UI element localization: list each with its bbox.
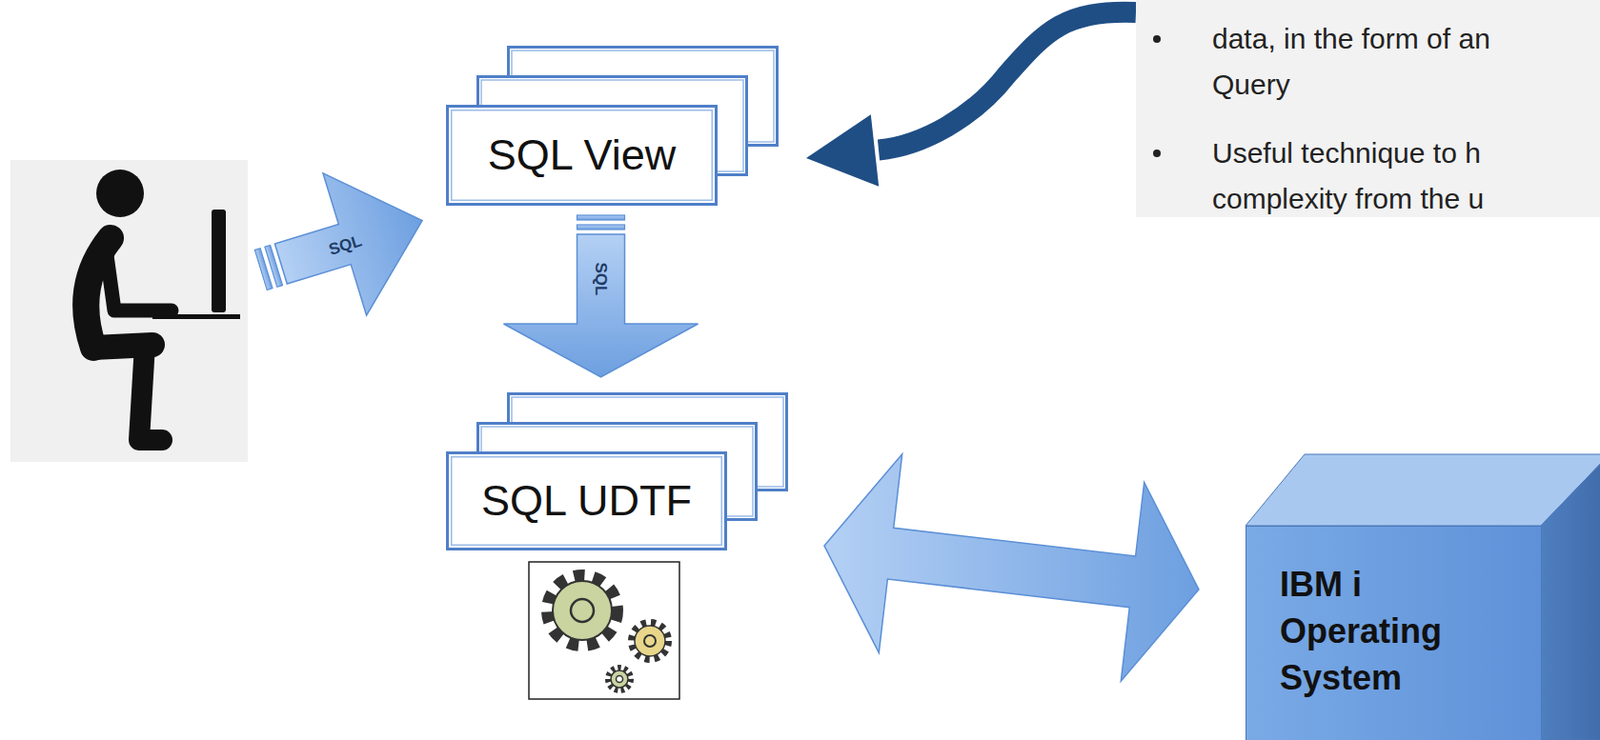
node-text: SQL UDTF [481,476,692,527]
cube-side [1540,454,1600,740]
gear-icon [528,562,680,700]
bullet-text: data, in the form of an Query [1212,16,1556,108]
arrow-stripe [577,215,626,221]
bullet-item: Useful technique to h complexity from th… [1135,130,1600,223]
callout-arrow-line [878,12,1136,151]
head [96,169,144,218]
arrow-stripe [577,224,626,230]
block-arrow [504,234,699,378]
node-text: SQL View [487,130,677,181]
gear [610,670,628,689]
leg [139,344,163,441]
connector [806,12,1136,187]
connector [824,454,1199,682]
node-decoration [478,47,1600,740]
gear-frame [528,562,680,700]
gear [634,626,666,657]
monitor [211,209,226,313]
gear-hub [570,599,594,623]
person-icon [10,160,248,463]
gear-hub [616,676,624,684]
icon-ground [10,160,248,463]
arm [106,255,172,311]
gear-hub [644,635,656,648]
cube-top [1245,454,1600,527]
double-block-arrow [824,454,1199,682]
arrow-body [259,149,445,336]
callout-arrow-head [806,114,879,187]
udtf-box: SQL UDTF [445,451,728,551]
bullet-dot [1153,35,1161,43]
sql-arrow [239,149,445,342]
note-box: data, in the form of an QueryUseful tech… [1135,0,1600,218]
system-cube: IBM i Operating System [1245,526,1541,740]
connector [504,215,699,378]
arrow-label: SQL [325,231,364,260]
edge-label: SQL [590,263,610,297]
view-box: SQL View [445,104,718,206]
bullet-text: Useful technique to h complexity from th… [1212,130,1556,223]
gear [552,581,612,641]
bullet-item: data, in the form of an Query [1135,16,1600,108]
gear-teeth [631,623,669,660]
node-text: IBM i Operating System [1279,561,1471,702]
gear-teeth [607,668,631,691]
bullet-dot [1153,149,1161,158]
gear-teeth [547,576,617,646]
desk [152,314,241,320]
